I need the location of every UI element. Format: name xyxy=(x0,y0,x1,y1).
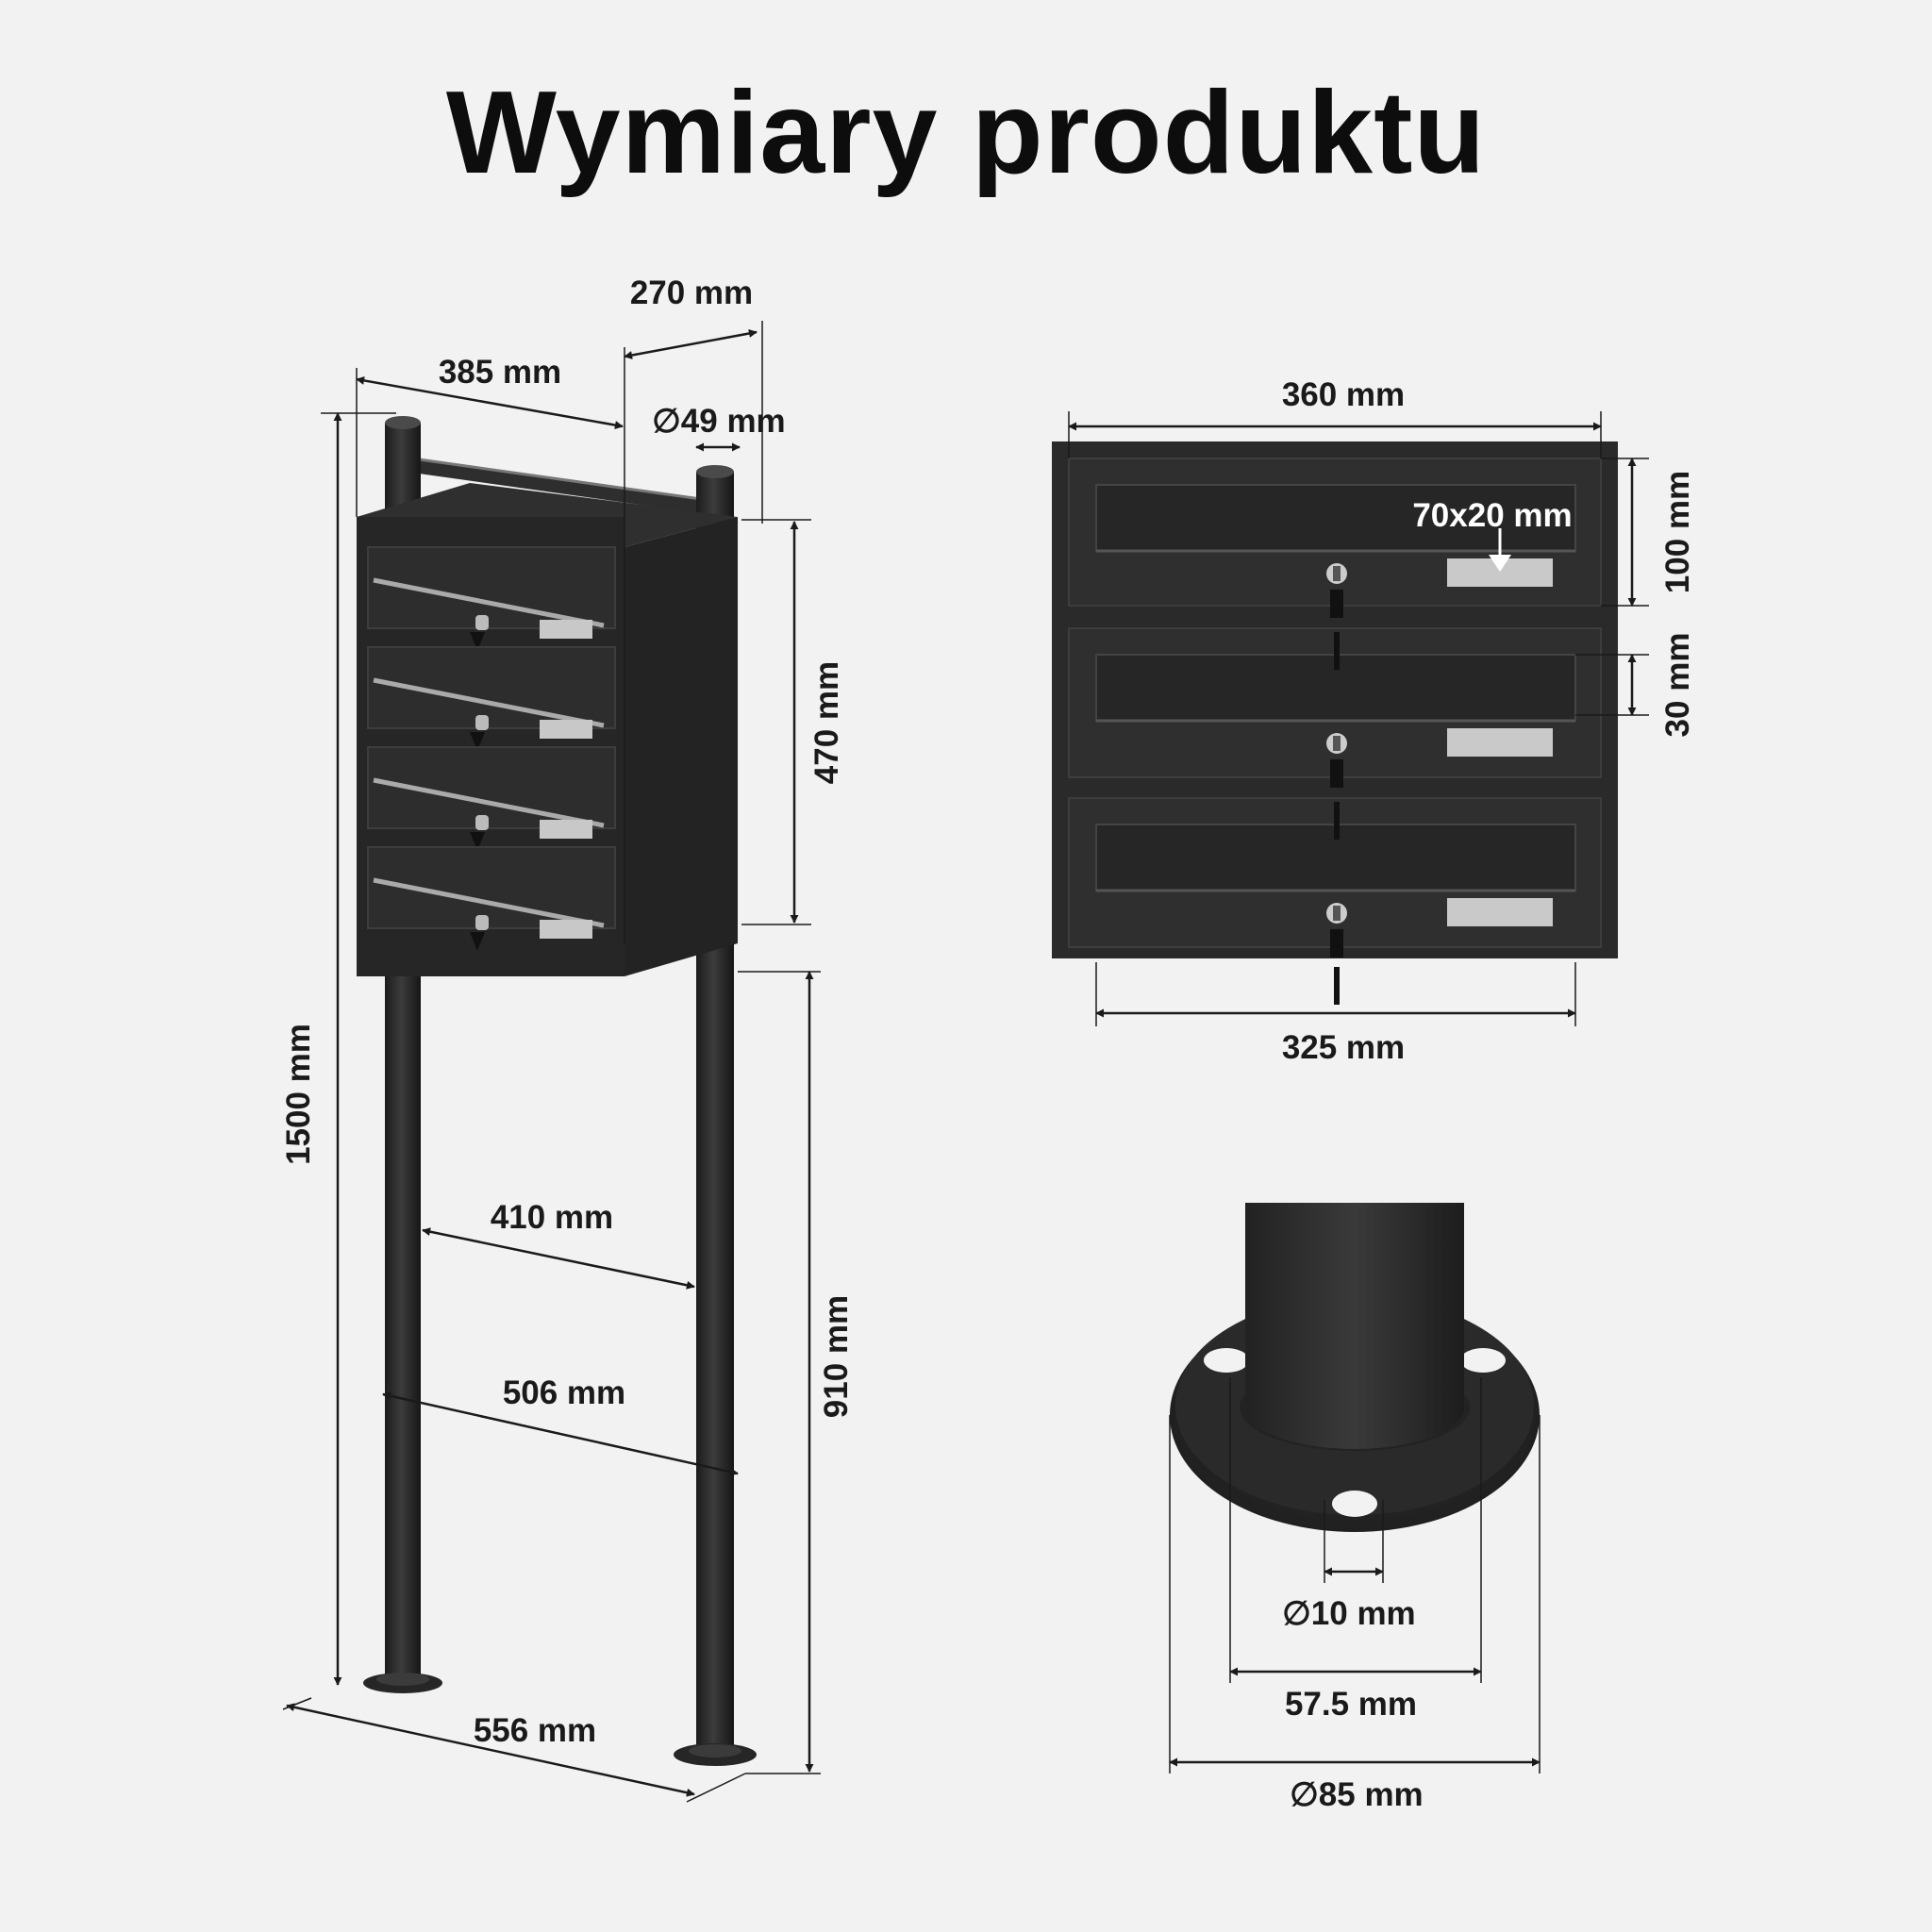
base-plate-drawing xyxy=(1170,1203,1540,1532)
hole-diameter-label: ∅10 mm xyxy=(1282,1595,1415,1632)
box-compartment xyxy=(367,746,616,851)
front-dimension-lines xyxy=(1068,411,1649,1026)
name-plate-label: 70x20 mm xyxy=(1412,497,1572,534)
base-plate-diameter-label: ∅85 mm xyxy=(1290,1776,1423,1813)
standing-mailbox-drawing xyxy=(357,416,757,1766)
front-view-drawing xyxy=(1052,441,1618,1005)
post-spacing-outer-label: 506 mm xyxy=(503,1374,625,1411)
front-width-label: 360 mm xyxy=(1282,376,1405,413)
base-width-label: 556 mm xyxy=(474,1712,596,1749)
ground-clearance-label: 910 mm xyxy=(818,1295,855,1418)
compartment-height-label: 100 mm xyxy=(1659,471,1696,593)
front-dimension-labels: 360 mm 70x20 mm 100 mm 30 mm 325 mm xyxy=(1282,376,1696,1066)
front-inner-width-label: 325 mm xyxy=(1282,1029,1405,1066)
page-title: Wymiary produktu xyxy=(445,68,1487,198)
slot-height-label: 30 mm xyxy=(1659,633,1696,738)
box-width-label: 385 mm xyxy=(439,354,561,391)
post-spacing-inner-label: 410 mm xyxy=(491,1199,613,1236)
total-height-label: 1500 mm xyxy=(280,1024,317,1165)
box-compartment xyxy=(367,546,616,651)
depth-label: 270 mm xyxy=(630,275,753,311)
left-dimension-labels: 270 mm 385 mm ∅49 mm 470 mm 1500 mm 910 … xyxy=(280,275,855,1749)
left-dimension-lines xyxy=(282,321,821,1803)
box-compartment xyxy=(367,646,616,751)
base-dimension-lines xyxy=(1169,1377,1541,1774)
box-height-label: 470 mm xyxy=(808,661,845,784)
box-compartment xyxy=(367,846,616,951)
hole-spacing-label: 57.5 mm xyxy=(1285,1686,1417,1723)
post-diameter-label: ∅49 mm xyxy=(652,403,785,440)
base-dimension-labels: ∅10 mm 57.5 mm ∅85 mm xyxy=(1282,1595,1423,1813)
